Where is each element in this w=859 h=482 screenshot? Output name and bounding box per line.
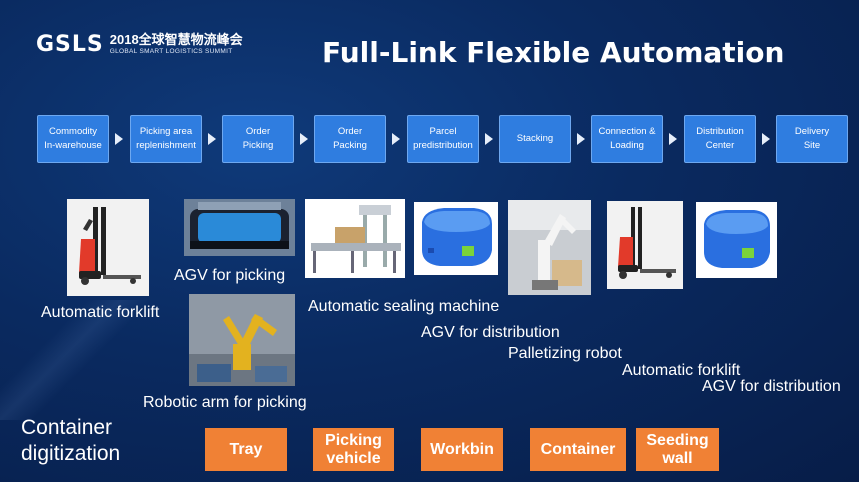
flow-step-stacking: Stacking xyxy=(499,115,571,163)
automatic-forklift-image xyxy=(67,199,149,296)
flow-arrow-icon xyxy=(392,133,400,145)
robotic-arm-for-picking-image xyxy=(189,294,295,386)
flow-step-picking-area-replenishment: Picking area replenishment xyxy=(130,115,202,163)
automatic-forklift-image-2 xyxy=(607,201,683,289)
flow-arrow-icon xyxy=(577,133,585,145)
flow-arrow-icon xyxy=(115,133,123,145)
caption-automatic-forklift-2: Automatic forklift xyxy=(622,362,741,379)
caption-automatic-sealing-machine: Automatic sealing machine xyxy=(308,298,500,315)
tag-seeding-wall: Seeding wall xyxy=(636,428,719,471)
flow-step-order-packing: Order Packing xyxy=(314,115,386,163)
flow-arrow-icon xyxy=(208,133,216,145)
agv-for-distribution-image-2 xyxy=(696,202,777,278)
logo-chinese-text: 2018全球智慧物流峰会 xyxy=(109,32,243,47)
flow-step-delivery-site: Delivery Site xyxy=(776,115,848,163)
caption-robotic-arm-for-picking: Robotic arm for picking xyxy=(143,394,307,411)
caption-agv-for-distribution-2: AGV for distribution xyxy=(702,378,841,395)
flow-arrow-icon xyxy=(669,133,677,145)
flow-step-parcel-predistribution: Parcel predistribution xyxy=(407,115,479,163)
flow-step-connection-loading: Connection & Loading xyxy=(591,115,663,163)
agv-for-picking-image xyxy=(184,199,295,256)
logo-mark: GSLS xyxy=(36,32,104,57)
flow-step-commodity-in-warehouse: Commodity In-warehouse xyxy=(37,115,109,163)
logo-english-text: GLOBAL SMART LOGISTICS SUMMIT xyxy=(109,48,233,55)
automatic-sealing-machine-image xyxy=(305,199,405,278)
caption-automatic-forklift: Automatic forklift xyxy=(41,304,160,321)
caption-agv-for-distribution: AGV for distribution xyxy=(421,324,560,341)
tag-workbin: Workbin xyxy=(421,428,503,471)
palletizing-robot-image xyxy=(508,200,591,295)
flow-step-distribution-center: Distribution Center xyxy=(684,115,756,163)
flow-step-order-picking: Order Picking xyxy=(222,115,294,163)
tag-container: Container xyxy=(530,428,626,471)
tag-tray: Tray xyxy=(205,428,287,471)
logo-text: 2018全球智慧物流峰会 GLOBAL SMART LOGISTICS SUMM… xyxy=(110,33,243,56)
background-streak xyxy=(0,300,160,420)
gsls-logo: GSLS 2018全球智慧物流峰会 GLOBAL SMART LOGISTICS… xyxy=(36,33,243,57)
agv-for-distribution-image xyxy=(414,202,498,275)
flow-arrow-icon xyxy=(762,133,770,145)
flow-arrow-icon xyxy=(485,133,493,145)
tag-picking-vehicle: Picking vehicle xyxy=(313,428,394,471)
slide-title: Full-Link Flexible Automation xyxy=(322,36,785,69)
container-digitization-label: Container digitization xyxy=(21,416,121,465)
caption-agv-for-picking: AGV for picking xyxy=(174,267,286,284)
caption-palletizing-robot: Palletizing robot xyxy=(508,345,622,362)
flow-arrow-icon xyxy=(300,133,308,145)
